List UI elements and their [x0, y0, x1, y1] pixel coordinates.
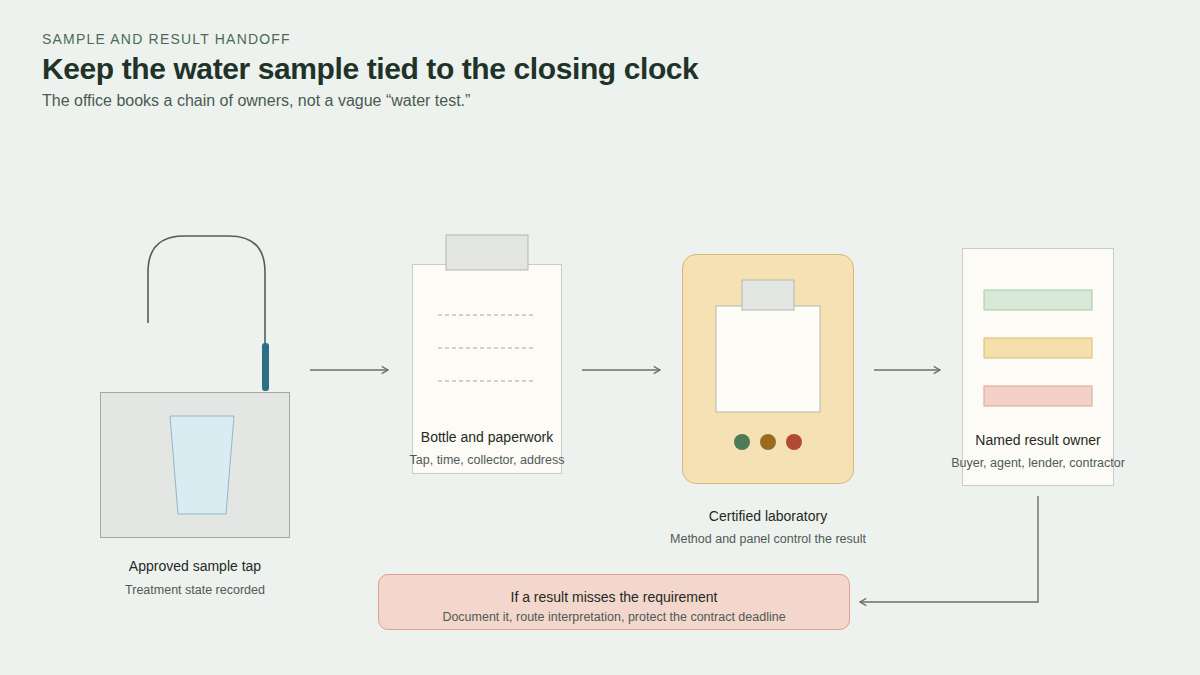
diagram-title: Keep the water sample tied to the closin… [42, 52, 698, 86]
node-note: Tap, time, collector, address [410, 452, 565, 468]
node-heading: Certified laboratory [709, 507, 827, 525]
flow-arrow [860, 496, 1038, 602]
node-note: Document it, route interpretation, prote… [442, 609, 785, 625]
node-heading: Approved sample tap [129, 557, 261, 575]
exception-box: If a result misses the requirementDocume… [378, 574, 850, 630]
diagram-caption: The office books a chain of owners, not … [42, 92, 470, 110]
node-heading: Bottle and paperwork [421, 428, 553, 446]
flow-arrow [874, 369, 940, 370]
node-note: Treatment state recorded [125, 582, 265, 598]
eyebrow-label: SAMPLE AND RESULT HANDOFF [42, 31, 291, 47]
process-box: Bottle and paperworkTap, time, collector… [412, 264, 562, 474]
node-heading: If a result misses the requirement [511, 588, 718, 606]
source-box: Approved sample tapTreatment state recor… [100, 392, 290, 538]
lab-box: Certified laboratoryMethod and panel con… [682, 254, 854, 484]
flow-arrow [582, 369, 660, 370]
tap-pipe [148, 236, 265, 345]
owner-box: Named result ownerBuyer, agent, lender, … [962, 248, 1114, 486]
node-heading: Named result owner [975, 431, 1100, 449]
node-note: Method and panel control the result [670, 531, 866, 547]
flow-arrow [310, 369, 388, 370]
tap-spout [262, 343, 269, 391]
node-note: Buyer, agent, lender, contractor [951, 455, 1125, 471]
